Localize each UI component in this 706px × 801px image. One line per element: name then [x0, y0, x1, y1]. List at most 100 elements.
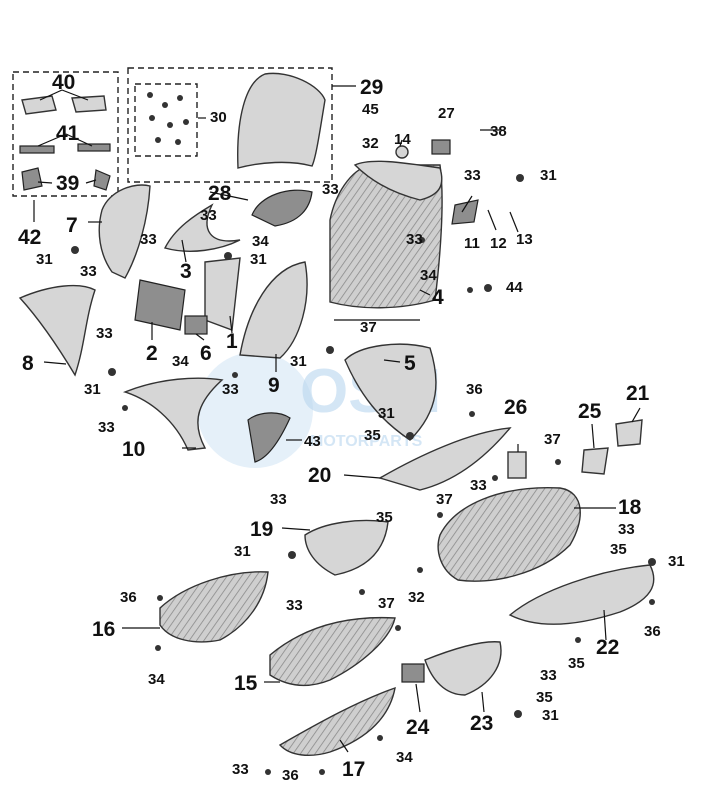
callout-34: 34: [172, 353, 189, 370]
callout-33: 33: [98, 419, 115, 436]
callout-19: 19: [250, 518, 273, 541]
callout-35: 35: [364, 427, 381, 444]
callout-35: 35: [610, 541, 627, 558]
callout-1: 1: [226, 330, 238, 353]
callout-11: 11: [464, 235, 480, 252]
part-15: [269, 616, 396, 687]
callout-31: 31: [378, 405, 395, 422]
callout-25: 25: [578, 400, 602, 423]
callout-31: 31: [36, 251, 53, 268]
part-24: [401, 663, 425, 683]
part-10: [122, 377, 224, 451]
callout-32: 32: [408, 589, 425, 606]
callout-36: 36: [644, 623, 661, 640]
callout-34: 34: [396, 749, 413, 766]
callout-28: 28: [208, 182, 232, 205]
part-23: [424, 641, 502, 696]
part-3: [163, 203, 241, 252]
callout-44: 44: [506, 279, 523, 296]
part-16: [159, 571, 269, 643]
callout-16: 16: [92, 618, 115, 641]
callout-37: 37: [378, 595, 395, 612]
part-26: [507, 451, 527, 479]
callout-33: 33: [96, 325, 113, 342]
callout-33: 33: [80, 263, 97, 280]
part-11: [451, 199, 479, 225]
callout-31: 31: [234, 543, 251, 560]
callout-3: 3: [180, 260, 192, 283]
callout-40: 40: [52, 71, 75, 94]
callout-33: 33: [618, 521, 635, 538]
callout-18: 18: [618, 496, 642, 519]
part-8: [18, 284, 96, 377]
callout-12: 12: [490, 235, 507, 252]
callout-17: 17: [342, 758, 365, 781]
callout-33: 33: [140, 231, 157, 248]
part-40: [21, 95, 107, 115]
callout-38: 38: [490, 123, 507, 140]
callout-9: 9: [268, 374, 280, 397]
callout-26: 26: [504, 396, 527, 419]
callout-8: 8: [22, 352, 34, 375]
callout-31: 31: [250, 251, 267, 268]
part-17: [278, 686, 396, 757]
callout-7: 7: [66, 214, 78, 237]
part-4-top: [353, 160, 443, 201]
part-18-storage-box: [437, 487, 581, 582]
callout-29: 29: [360, 76, 383, 99]
callout-33: 33: [464, 167, 481, 184]
callout-2: 2: [146, 342, 158, 365]
leader-lines: [33, 85, 641, 753]
callout-23: 23: [470, 712, 493, 735]
callout-36: 36: [466, 381, 483, 398]
callout-31: 31: [290, 353, 307, 370]
part-2: [134, 279, 186, 331]
callout-15: 15: [234, 672, 258, 695]
part-22: [508, 564, 655, 625]
part-28: [251, 189, 313, 227]
part-20: [378, 427, 512, 491]
callout-33: 33: [232, 761, 249, 778]
callout-43: 43: [304, 433, 321, 450]
callout-37: 37: [544, 431, 561, 448]
part-27: [431, 139, 451, 155]
callout-13: 13: [516, 231, 533, 248]
part-7: [98, 184, 151, 279]
callout-20: 20: [308, 464, 331, 487]
callout-35: 35: [376, 509, 393, 526]
callout-33: 33: [222, 381, 239, 398]
callout-34: 34: [148, 671, 165, 688]
callout-41: 41: [56, 122, 80, 145]
kit-box-lights: [12, 71, 119, 197]
callout-30: 30: [210, 109, 227, 126]
callout-33: 33: [470, 477, 487, 494]
part-14: [395, 145, 409, 159]
part-4: [329, 164, 443, 309]
callout-22: 22: [596, 636, 619, 659]
part-21: [615, 419, 643, 447]
part-19: [304, 519, 389, 576]
callout-33: 33: [270, 491, 287, 508]
part-5: [344, 343, 437, 441]
callout-36: 36: [120, 589, 137, 606]
callout-33: 33: [540, 667, 557, 684]
callout-6: 6: [200, 342, 212, 365]
part-43: [247, 412, 291, 463]
callout-labels: 40 41 39 42 29 30 45 14 27 38 32 31 33 2…: [18, 71, 685, 784]
part-25: [581, 447, 609, 475]
kit-box-windshield: [127, 67, 333, 183]
part-29-windshield: [237, 72, 326, 169]
callout-31: 31: [542, 707, 559, 724]
part-1: [204, 257, 241, 331]
callout-42: 42: [18, 226, 41, 249]
callout-37: 37: [360, 319, 377, 336]
callout-32: 32: [362, 135, 379, 152]
callout-33: 33: [322, 181, 339, 198]
callout-31: 31: [540, 167, 557, 184]
callout-33: 33: [200, 207, 217, 224]
callout-35: 35: [536, 689, 553, 706]
part-30-hardware: [147, 92, 189, 145]
callout-39: 39: [56, 172, 79, 195]
callout-34: 34: [420, 267, 437, 284]
